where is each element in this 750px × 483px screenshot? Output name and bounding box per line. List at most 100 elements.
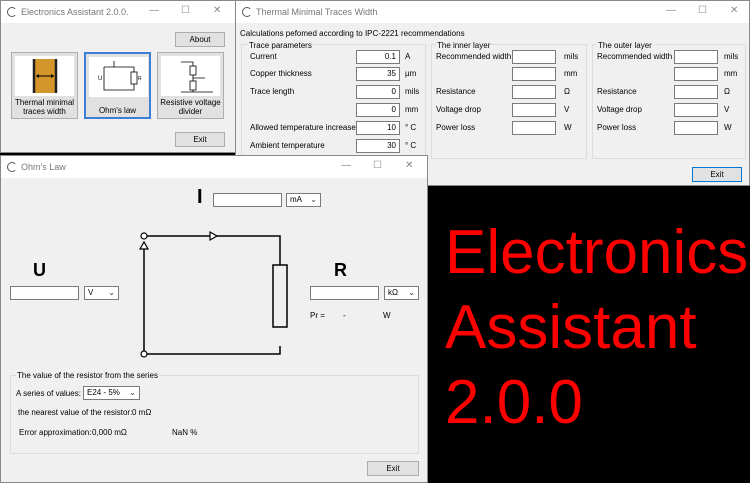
row-input[interactable]: 35 — [356, 67, 400, 81]
row-input[interactable] — [674, 103, 718, 117]
main-window: Electronics Assistant 2.0.0. — ☐ ✕ About… — [0, 0, 236, 153]
row-label: Power loss — [597, 123, 637, 132]
tile-label: Ohm's law — [98, 106, 137, 115]
terminal-node — [140, 350, 148, 358]
row-label: Copper thickness — [250, 69, 312, 78]
resistance-unit-select[interactable]: kΩ ⌄ — [384, 286, 419, 300]
power-value: - — [343, 311, 346, 320]
tile-label: Thermal minimal traces width — [14, 98, 75, 116]
voltage-unit-select[interactable]: V⌄ — [84, 286, 119, 300]
exit-button[interactable]: Exit — [175, 132, 225, 147]
maximize-button[interactable]: ☐ — [181, 5, 190, 16]
row-input[interactable]: 10 — [356, 121, 400, 135]
row-label: Trace length — [250, 87, 295, 96]
title-bar: Ohm's Law — ☐ ✕ — [1, 156, 427, 178]
row-input[interactable]: 0 — [356, 85, 400, 99]
row-input[interactable] — [674, 85, 718, 99]
row-unit: mm — [405, 105, 419, 114]
row-input[interactable] — [674, 121, 718, 135]
selected-value: kΩ — [388, 288, 398, 297]
row-label: Current — [250, 52, 277, 61]
banner-line: Assistant — [445, 293, 697, 362]
window-title: Thermal Minimal Traces Width — [256, 7, 378, 17]
maximize-button[interactable]: ☐ — [698, 5, 707, 16]
row-label: Voltage drop — [597, 105, 642, 114]
minimize-button[interactable]: — — [666, 5, 676, 16]
row-input[interactable]: 0 — [356, 103, 400, 117]
row-input[interactable] — [512, 103, 556, 117]
resistance-input[interactable] — [310, 286, 379, 300]
row-unit: mm — [564, 69, 578, 78]
chevron-down-icon: ⌄ — [108, 288, 115, 297]
row-label: Resistance — [597, 87, 637, 96]
selected-value: V — [88, 288, 94, 297]
thermal-window: Thermal Minimal Traces Width — ☐ ✕ Calcu… — [235, 0, 750, 186]
row-input[interactable] — [512, 67, 556, 81]
row-label: Resistance — [436, 87, 476, 96]
tile-thermal-traces[interactable]: Thermal minimal traces width — [11, 52, 78, 119]
chevron-down-icon: ⌄ — [408, 288, 415, 297]
selected-value: mA — [290, 195, 302, 204]
row-unit: V — [564, 105, 570, 114]
calc-note: Calculations pefomed according to IPC-22… — [240, 29, 465, 38]
row-label: Voltage drop — [436, 105, 481, 114]
error-percent: NaN % — [172, 428, 198, 437]
ohms-law-window: Ohm's Law — ☐ ✕ I mA⌄ U V⌄ R kΩ⌄ Pr = - … — [0, 155, 428, 483]
power-unit: W — [383, 311, 391, 320]
row-unit: ° C — [405, 123, 417, 132]
row-input[interactable]: 0.1 — [356, 50, 400, 64]
app-icon — [242, 7, 252, 17]
minimize-button[interactable]: — — [149, 5, 159, 16]
row-unit: A — [405, 52, 411, 61]
row-unit: mils — [564, 52, 579, 61]
resistor-symbol — [272, 264, 288, 328]
row-label: Ambient temperature — [250, 141, 325, 150]
tile-voltage-divider[interactable]: Resistive voltage divider — [157, 52, 224, 119]
voltage-input[interactable] — [10, 286, 79, 300]
voltage-label: U — [33, 260, 46, 280]
close-button[interactable]: ✕ — [405, 160, 414, 171]
row-unit: ° C — [405, 141, 417, 150]
current-label: I — [197, 186, 203, 208]
row-label: Recommended width — [597, 52, 673, 61]
close-button[interactable]: ✕ — [213, 5, 222, 16]
row-input[interactable] — [674, 67, 718, 81]
row-input[interactable]: 30 — [356, 139, 400, 153]
row-input[interactable] — [512, 50, 556, 64]
row-input[interactable] — [512, 121, 556, 135]
row-unit: µm — [405, 69, 417, 78]
row-unit: Ω — [724, 87, 730, 96]
row-unit: mils — [405, 87, 420, 96]
power-label: Pr = — [310, 311, 325, 320]
series-select[interactable]: E24 - 5%⌄ — [83, 386, 140, 400]
error-label: Error approximation: — [19, 428, 92, 437]
nearest-label: the nearest value of the resistor: — [18, 408, 133, 417]
svg-text:U: U — [98, 76, 102, 82]
minimize-button[interactable]: — — [341, 160, 351, 171]
resistance-label: R — [334, 260, 347, 280]
group-title: Trace parameters — [248, 41, 313, 50]
circuit-diagram — [138, 230, 288, 358]
current-unit-select[interactable]: mA⌄ — [286, 193, 321, 207]
title-bar: Thermal Minimal Traces Width — ☐ ✕ — [236, 1, 749, 23]
group-title: The inner layer — [436, 41, 492, 50]
maximize-button[interactable]: ☐ — [373, 160, 382, 171]
exit-button[interactable]: Exit — [692, 167, 742, 182]
close-button[interactable]: ✕ — [730, 5, 739, 16]
current-input[interactable] — [213, 193, 282, 207]
about-button[interactable]: About — [175, 32, 225, 47]
row-input[interactable] — [512, 85, 556, 99]
row-unit: mm — [724, 69, 738, 78]
selected-value: E24 - 5% — [87, 388, 120, 397]
row-unit: W — [724, 123, 732, 132]
banner-line: Electronics — [445, 218, 749, 287]
row-input[interactable] — [674, 50, 718, 64]
exit-button[interactable]: Exit — [367, 461, 419, 476]
row-unit: mils — [724, 52, 739, 61]
row-unit: Ω — [564, 87, 570, 96]
trace-width-icon — [15, 56, 74, 96]
